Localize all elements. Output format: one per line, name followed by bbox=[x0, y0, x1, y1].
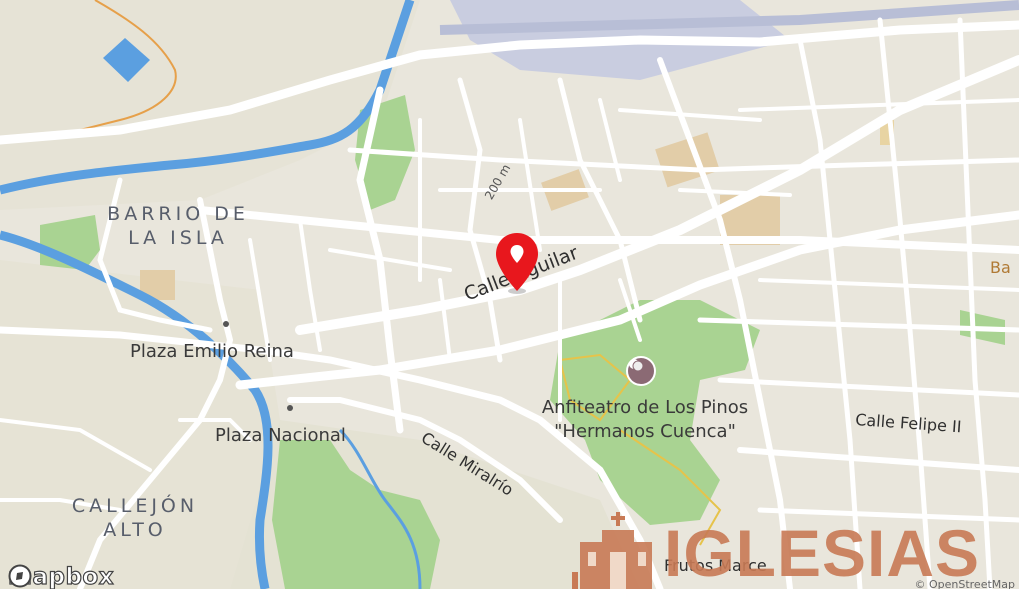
mapbox-logo[interactable]: mapbox bbox=[7, 563, 114, 589]
place-line: Anfiteatro de Los Pinos bbox=[541, 397, 749, 418]
place-label-anfiteatro: Anfiteatro de Los Pinos "Hermanos Cuenca… bbox=[520, 396, 770, 444]
map-pin-icon[interactable] bbox=[493, 231, 541, 295]
place-dot bbox=[287, 405, 293, 411]
place-label-plaza-nacional: Plaza Nacional bbox=[215, 425, 346, 446]
river-north bbox=[0, 0, 415, 195]
district-line: BARRIO DE bbox=[107, 203, 249, 225]
place-label-plaza-emilio-reina: Plaza Emilio Reina bbox=[130, 341, 294, 362]
street-label-frutos-marce: Frutos Marce bbox=[664, 556, 767, 575]
road-network bbox=[0, 17, 1019, 589]
attribution-link[interactable]: © OpenStreetMap bbox=[914, 578, 1015, 589]
district-line: ALTO bbox=[103, 519, 167, 541]
place-dot bbox=[223, 321, 229, 327]
district-line: LA ISLA bbox=[128, 227, 228, 249]
edge-label: Ba bbox=[990, 258, 1011, 277]
place-line: "Hermanos Cuenca" bbox=[554, 421, 736, 442]
river-main bbox=[0, 230, 273, 589]
district-label-barrio-de-la-isla: BARRIO DE LA ISLA bbox=[78, 202, 278, 250]
park-south bbox=[272, 440, 440, 589]
mapbox-icon bbox=[8, 564, 32, 588]
church-icon bbox=[572, 512, 652, 589]
district-line: CALLEJÓN bbox=[71, 495, 199, 517]
theater-icon[interactable] bbox=[626, 356, 656, 386]
district-label-callejon-alto: CALLEJÓN ALTO bbox=[35, 494, 235, 542]
watermark: IGLESIAS bbox=[572, 512, 1012, 589]
pond bbox=[103, 38, 150, 82]
watermark-text: IGLESIAS bbox=[664, 516, 981, 589]
